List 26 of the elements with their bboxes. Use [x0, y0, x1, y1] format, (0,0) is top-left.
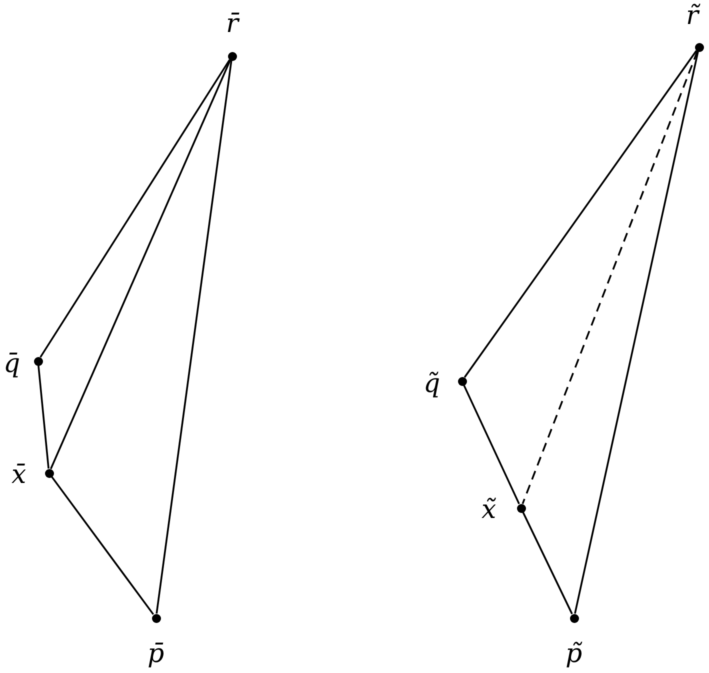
dashed-segment	[522, 50, 698, 504]
point-label: q̄	[4, 350, 20, 378]
point-label: x̃	[482, 496, 496, 524]
point-label: x̄	[12, 461, 26, 489]
line-segment	[463, 384, 520, 504]
point-dot	[34, 356, 42, 366]
point-dot	[228, 52, 236, 60]
line-segment	[40, 59, 230, 358]
point-dot	[694, 42, 704, 52]
point-dot	[570, 614, 578, 622]
line-segment	[522, 512, 573, 614]
point-label: p̄	[148, 640, 164, 668]
line-segment	[464, 50, 698, 378]
point-label: p̃	[566, 640, 582, 668]
point-label: r̃	[686, 2, 698, 30]
point-dot	[152, 614, 160, 622]
point-label: q̃	[424, 370, 440, 398]
line-segment	[50, 476, 154, 615]
line-segment	[574, 51, 699, 614]
line-segment	[156, 60, 232, 614]
point-label: r̄	[226, 10, 238, 38]
line-segment	[50, 60, 232, 470]
point-dot	[516, 504, 526, 512]
point-dot	[458, 376, 466, 386]
point-dot	[44, 468, 54, 478]
line-segment	[38, 365, 50, 469]
